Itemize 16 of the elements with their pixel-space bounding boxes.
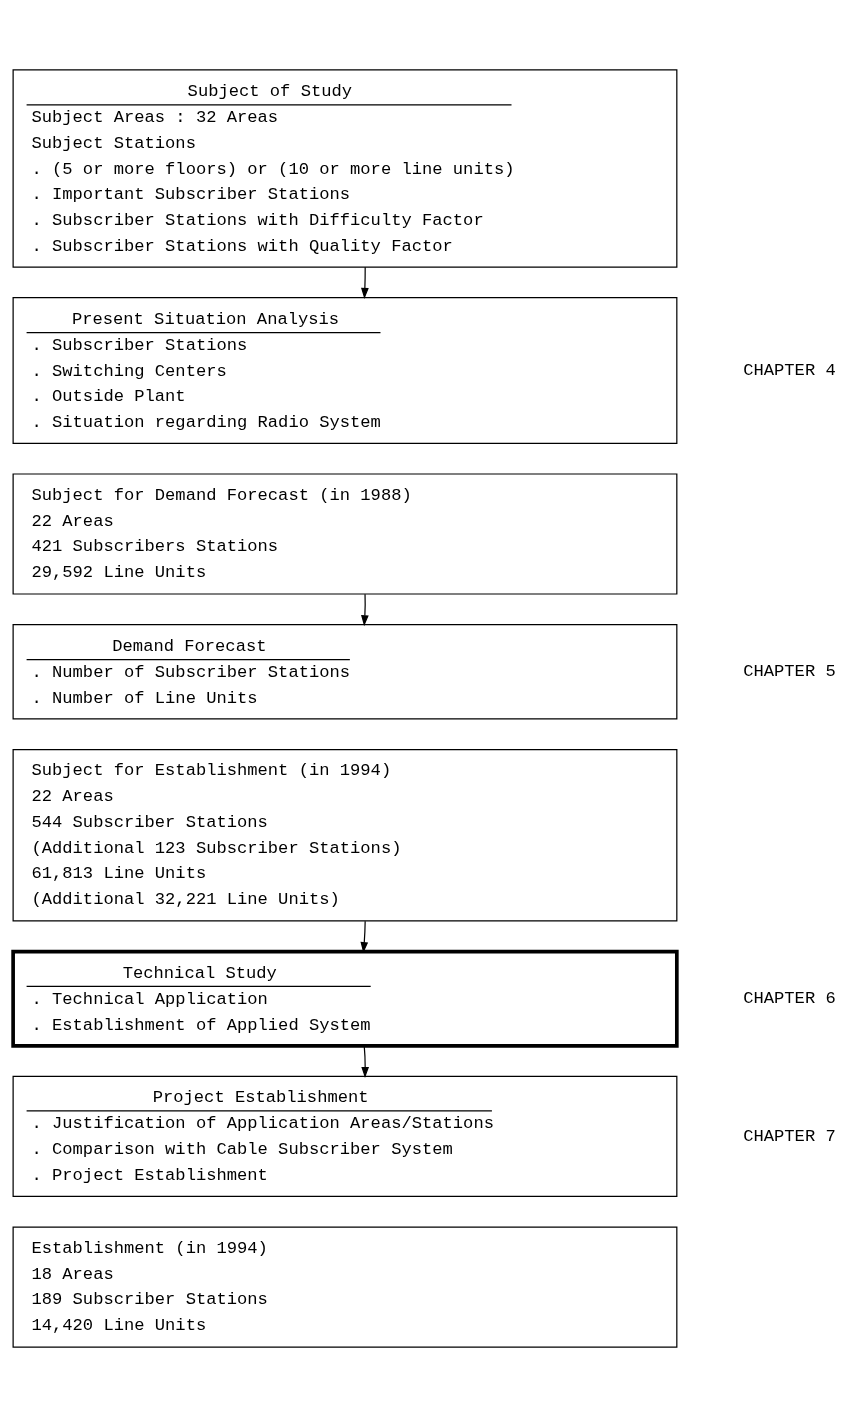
node-box: Establishment (in 1994) 18 Areas 189 Subscriber Stations 14,420 Line Units xyxy=(12,1226,678,1348)
arrow xyxy=(361,593,369,626)
label: CHAPTER 6 xyxy=(743,988,836,1008)
node-box: Technical Study . Technical Application . Establishment of Applied System xyxy=(11,949,679,1048)
node-box: Project Establishment . Justification of Application Areas/Stations . Comparison with Cable Subscriber System . Project Establishment xyxy=(12,1075,678,1197)
node-box: Subject for Demand Forecast (in 1988) 22 Areas 421 Subscribers Stations 29,592 Line Units xyxy=(12,472,678,595)
label: CHAPTER 4 xyxy=(743,360,836,380)
node-box: Demand Forecast . Number of Subscriber Stations . Number of Line Units xyxy=(12,623,678,719)
arrow xyxy=(361,1045,370,1078)
node-box: Subject for Establishment (in 1994) 22 Areas 544 Subscriber Stations (Additional 123 Subscriber Stations) 61,813 Line Units (Additional 32,221 Line Units) xyxy=(12,748,678,922)
arrow xyxy=(360,920,369,953)
node-box: Present Situation Analysis . Subscriber Stations . Switching Centers . Outside Plant . Situation regarding Radio System xyxy=(12,296,678,444)
label: CHAPTER 5 xyxy=(743,661,836,681)
label: CHAPTER 7 xyxy=(743,1126,836,1146)
arrow xyxy=(361,266,369,299)
node-box: Subject of Study Subject Areas : 32 Areas Subject Stations . (5 or more floors) or (10 or more line units) . Important Subscriber Stations . Subscriber Stations with Difficulty Factor . Subscriber Stations with Quality Factor xyxy=(12,68,678,268)
